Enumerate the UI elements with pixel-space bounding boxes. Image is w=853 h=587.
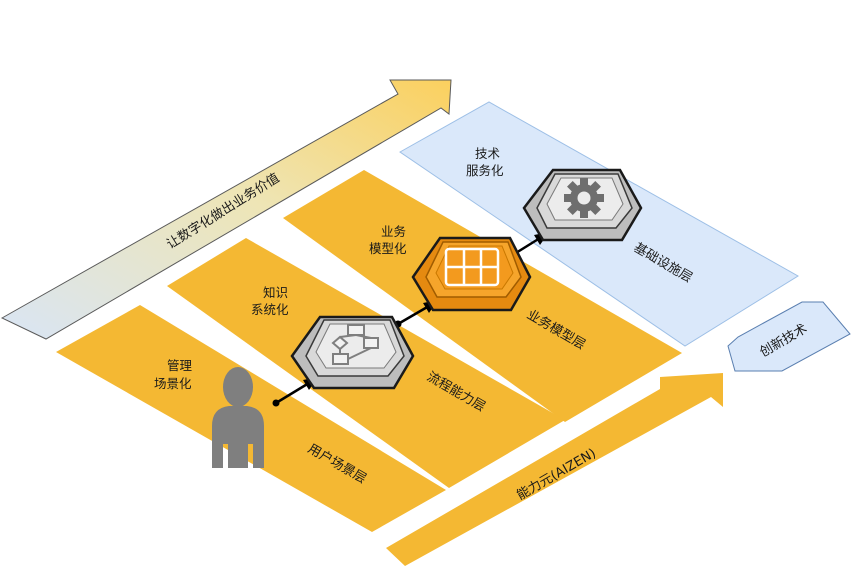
person-icon <box>212 367 264 468</box>
process-layer-title: 知识 系统化 <box>251 285 289 317</box>
grid-icon <box>444 247 500 287</box>
svg-text:技术: 技术 <box>475 146 501 161</box>
gear-key <box>522 168 643 242</box>
flowchart-key <box>290 315 415 390</box>
svg-text:业务: 业务 <box>381 224 406 239</box>
infra-layer-title: 技术 服务化 <box>466 146 504 178</box>
svg-text:场景化: 场景化 <box>154 376 192 391</box>
grid-key <box>411 236 532 312</box>
flowchart-icon <box>331 324 379 365</box>
svg-text:管理: 管理 <box>167 358 193 373</box>
innovation-arrow: 创新技术 <box>727 301 851 372</box>
business-layer-title: 业务 模型化 <box>369 224 407 256</box>
user-layer-title: 管理 场景化 <box>154 358 193 391</box>
svg-text:知识: 知识 <box>263 285 288 300</box>
svg-text:服务化: 服务化 <box>466 163 504 178</box>
svg-text:模型化: 模型化 <box>369 241 407 256</box>
svg-text:系统化: 系统化 <box>251 302 289 317</box>
gear-icon <box>564 178 604 218</box>
